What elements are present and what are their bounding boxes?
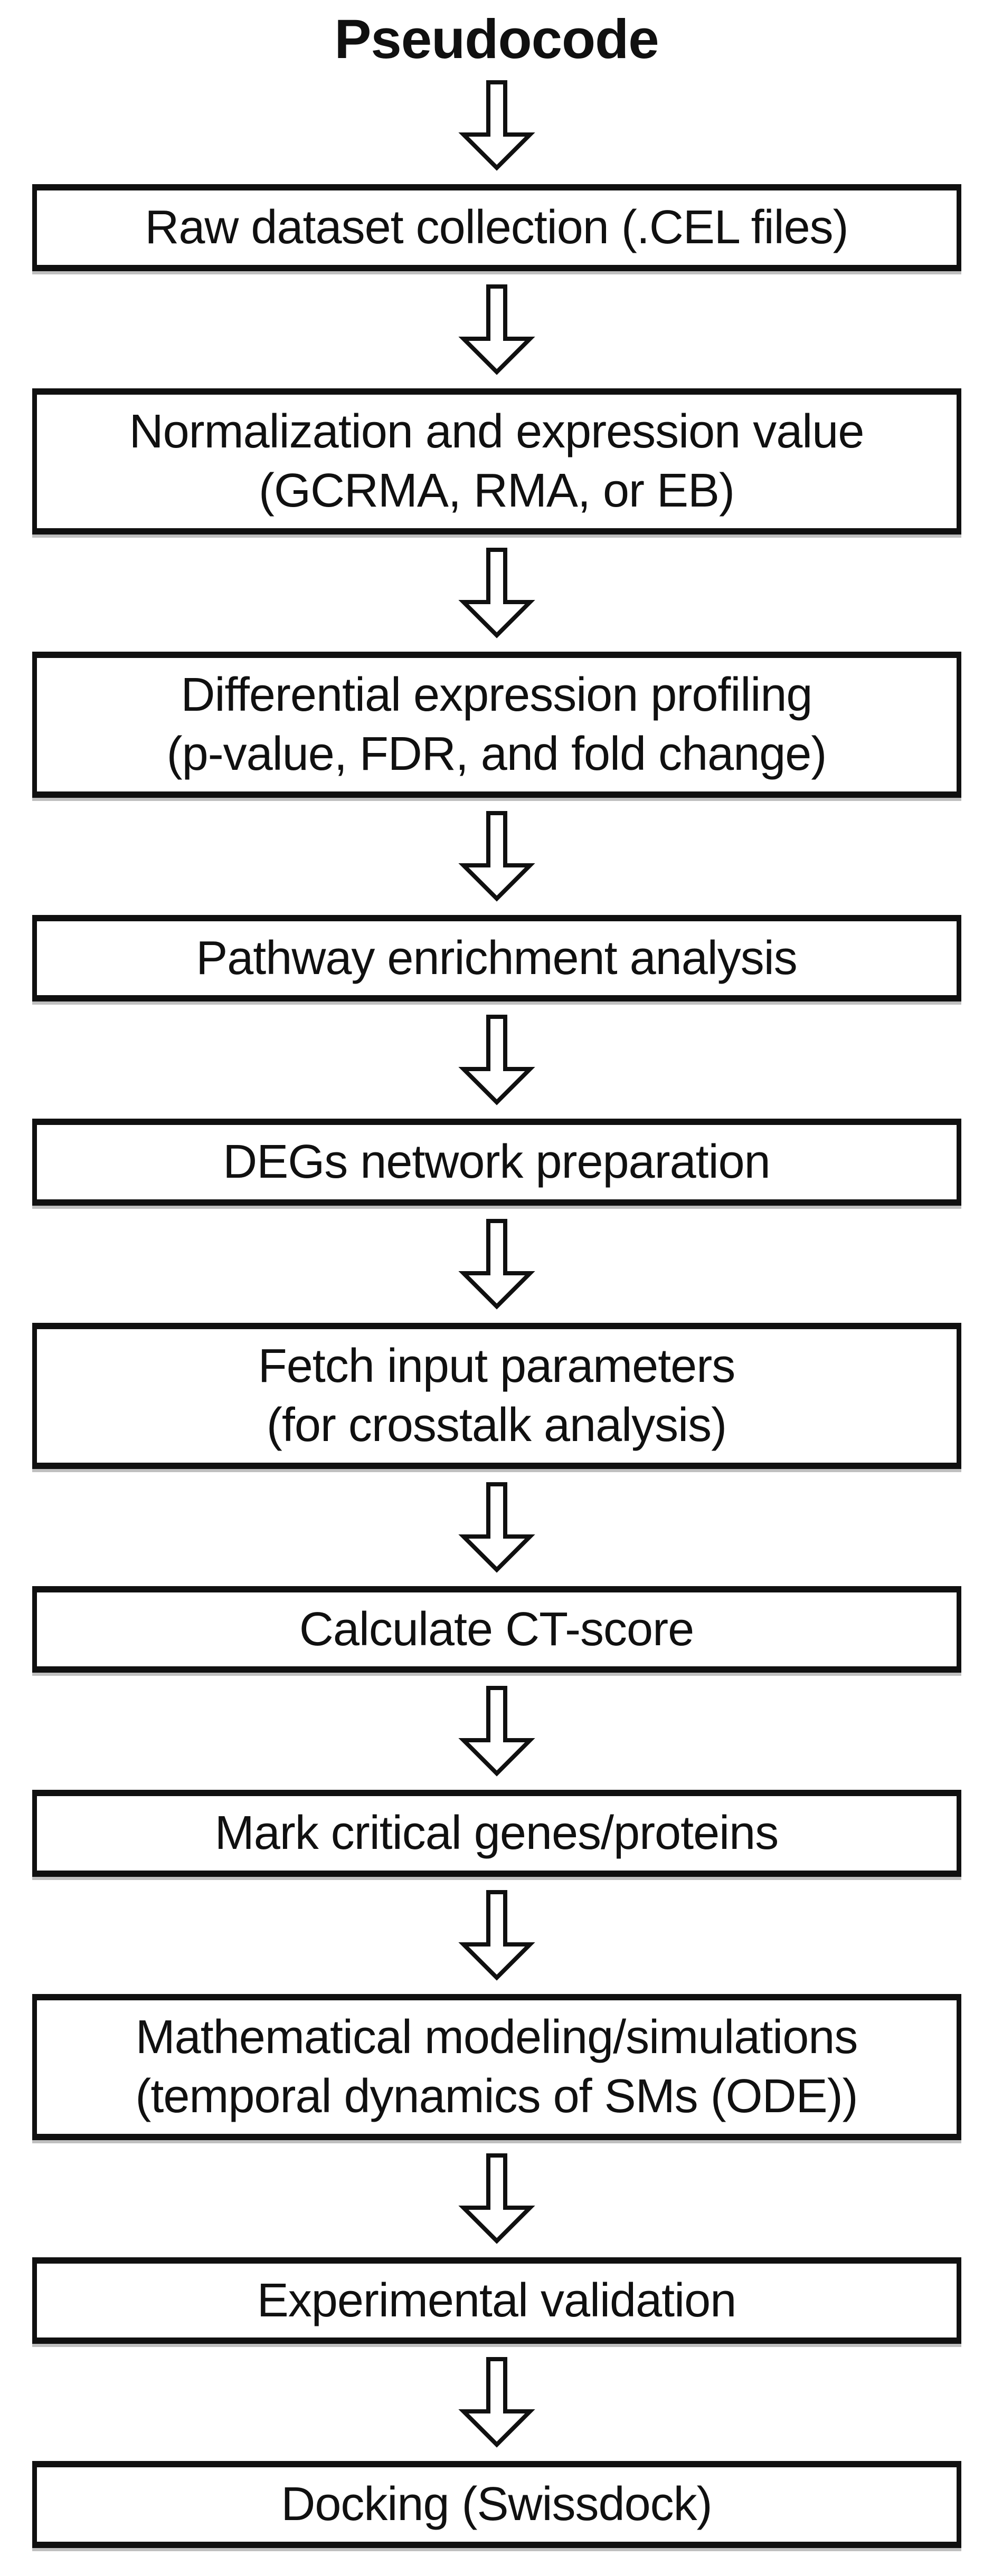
down-arrow-icon	[458, 1218, 535, 1310]
down-arrow-icon	[458, 284, 535, 375]
down-arrow-icon	[458, 810, 535, 902]
step-label-line1: Pathway enrichment analysis	[196, 931, 798, 985]
flow-step-normalization: Normalization and expression value (GCRM…	[32, 388, 961, 535]
down-arrow-icon	[458, 1482, 535, 1573]
down-arrow-shape	[458, 1218, 535, 1310]
down-arrow-icon	[458, 2153, 535, 2244]
down-arrow-shape	[458, 2153, 535, 2244]
step-label-line2: (for crosstalk analysis)	[266, 1399, 727, 1452]
down-arrow-shape	[458, 2357, 535, 2448]
flow-step-pathway-enrichment-analysis: Pathway enrichment analysis	[32, 914, 961, 1001]
down-arrow-icon	[458, 1015, 535, 1105]
flow-step-raw-dataset-collection: Raw dataset collection (.CEL files)	[32, 184, 961, 271]
down-arrow-shape	[458, 284, 535, 375]
step-label-line2: (GCRMA, RMA, or EB)	[258, 464, 735, 517]
step-label-line1: DEGs network preparation	[223, 1136, 771, 1188]
step-label-line2: (temporal dynamics of SMs (ODE))	[135, 2070, 858, 2123]
down-arrow-shape	[458, 1482, 535, 1573]
step-label-line1: Mark critical genes/proteins	[214, 1807, 779, 1859]
flow-step-degs-network-preparation: DEGs network preparation	[32, 1119, 961, 1206]
flow-step-mathematical-modeling-simulations: Mathematical modeling/simulations (tempo…	[32, 1993, 961, 2140]
step-label-line1: Raw dataset collection (.CEL files)	[145, 201, 848, 254]
step-label-line1: Calculate CT-score	[299, 1602, 694, 1656]
step-label-line1: Fetch input parameters	[258, 1339, 735, 1392]
down-arrow-icon	[458, 1890, 535, 1981]
step-label-line2: (p-value, FDR, and fold change)	[166, 728, 827, 780]
down-arrow-shape	[458, 810, 535, 902]
step-label-line1: Differential expression profiling	[181, 668, 813, 721]
down-arrow-icon	[458, 547, 535, 638]
down-arrow-icon	[458, 2357, 535, 2448]
step-label-line1: Mathematical modeling/simulations	[135, 2010, 858, 2064]
flow-step-fetch-input-parameters: Fetch input parameters (for crosstalk an…	[32, 1322, 961, 1469]
down-arrow-shape	[458, 80, 535, 171]
step-label-line1: Docking (Swissdock)	[281, 2478, 712, 2531]
down-arrow-shape	[458, 1015, 535, 1105]
flow-step-differential-expression-profiling: Differential expression profiling (p-val…	[32, 651, 961, 798]
down-arrow-icon	[458, 1686, 535, 1777]
flow-step-calculate-ct-score: Calculate CT-score	[32, 1586, 961, 1673]
flowchart-title: Pseudocode	[334, 8, 659, 70]
down-arrow-shape	[458, 1686, 535, 1777]
step-label-line1: Normalization and expression value	[129, 405, 865, 458]
down-arrow-shape	[458, 547, 535, 638]
down-arrow-shape	[458, 1890, 535, 1981]
flow-step-experimental-validation: Experimental validation	[32, 2257, 961, 2344]
flow-step-docking-swissdock: Docking (Swissdock)	[32, 2461, 961, 2548]
step-label-line1: Experimental validation	[257, 2274, 737, 2327]
down-arrow-icon	[458, 80, 535, 171]
flow-step-mark-critical-genes-proteins: Mark critical genes/proteins	[32, 1790, 961, 1877]
